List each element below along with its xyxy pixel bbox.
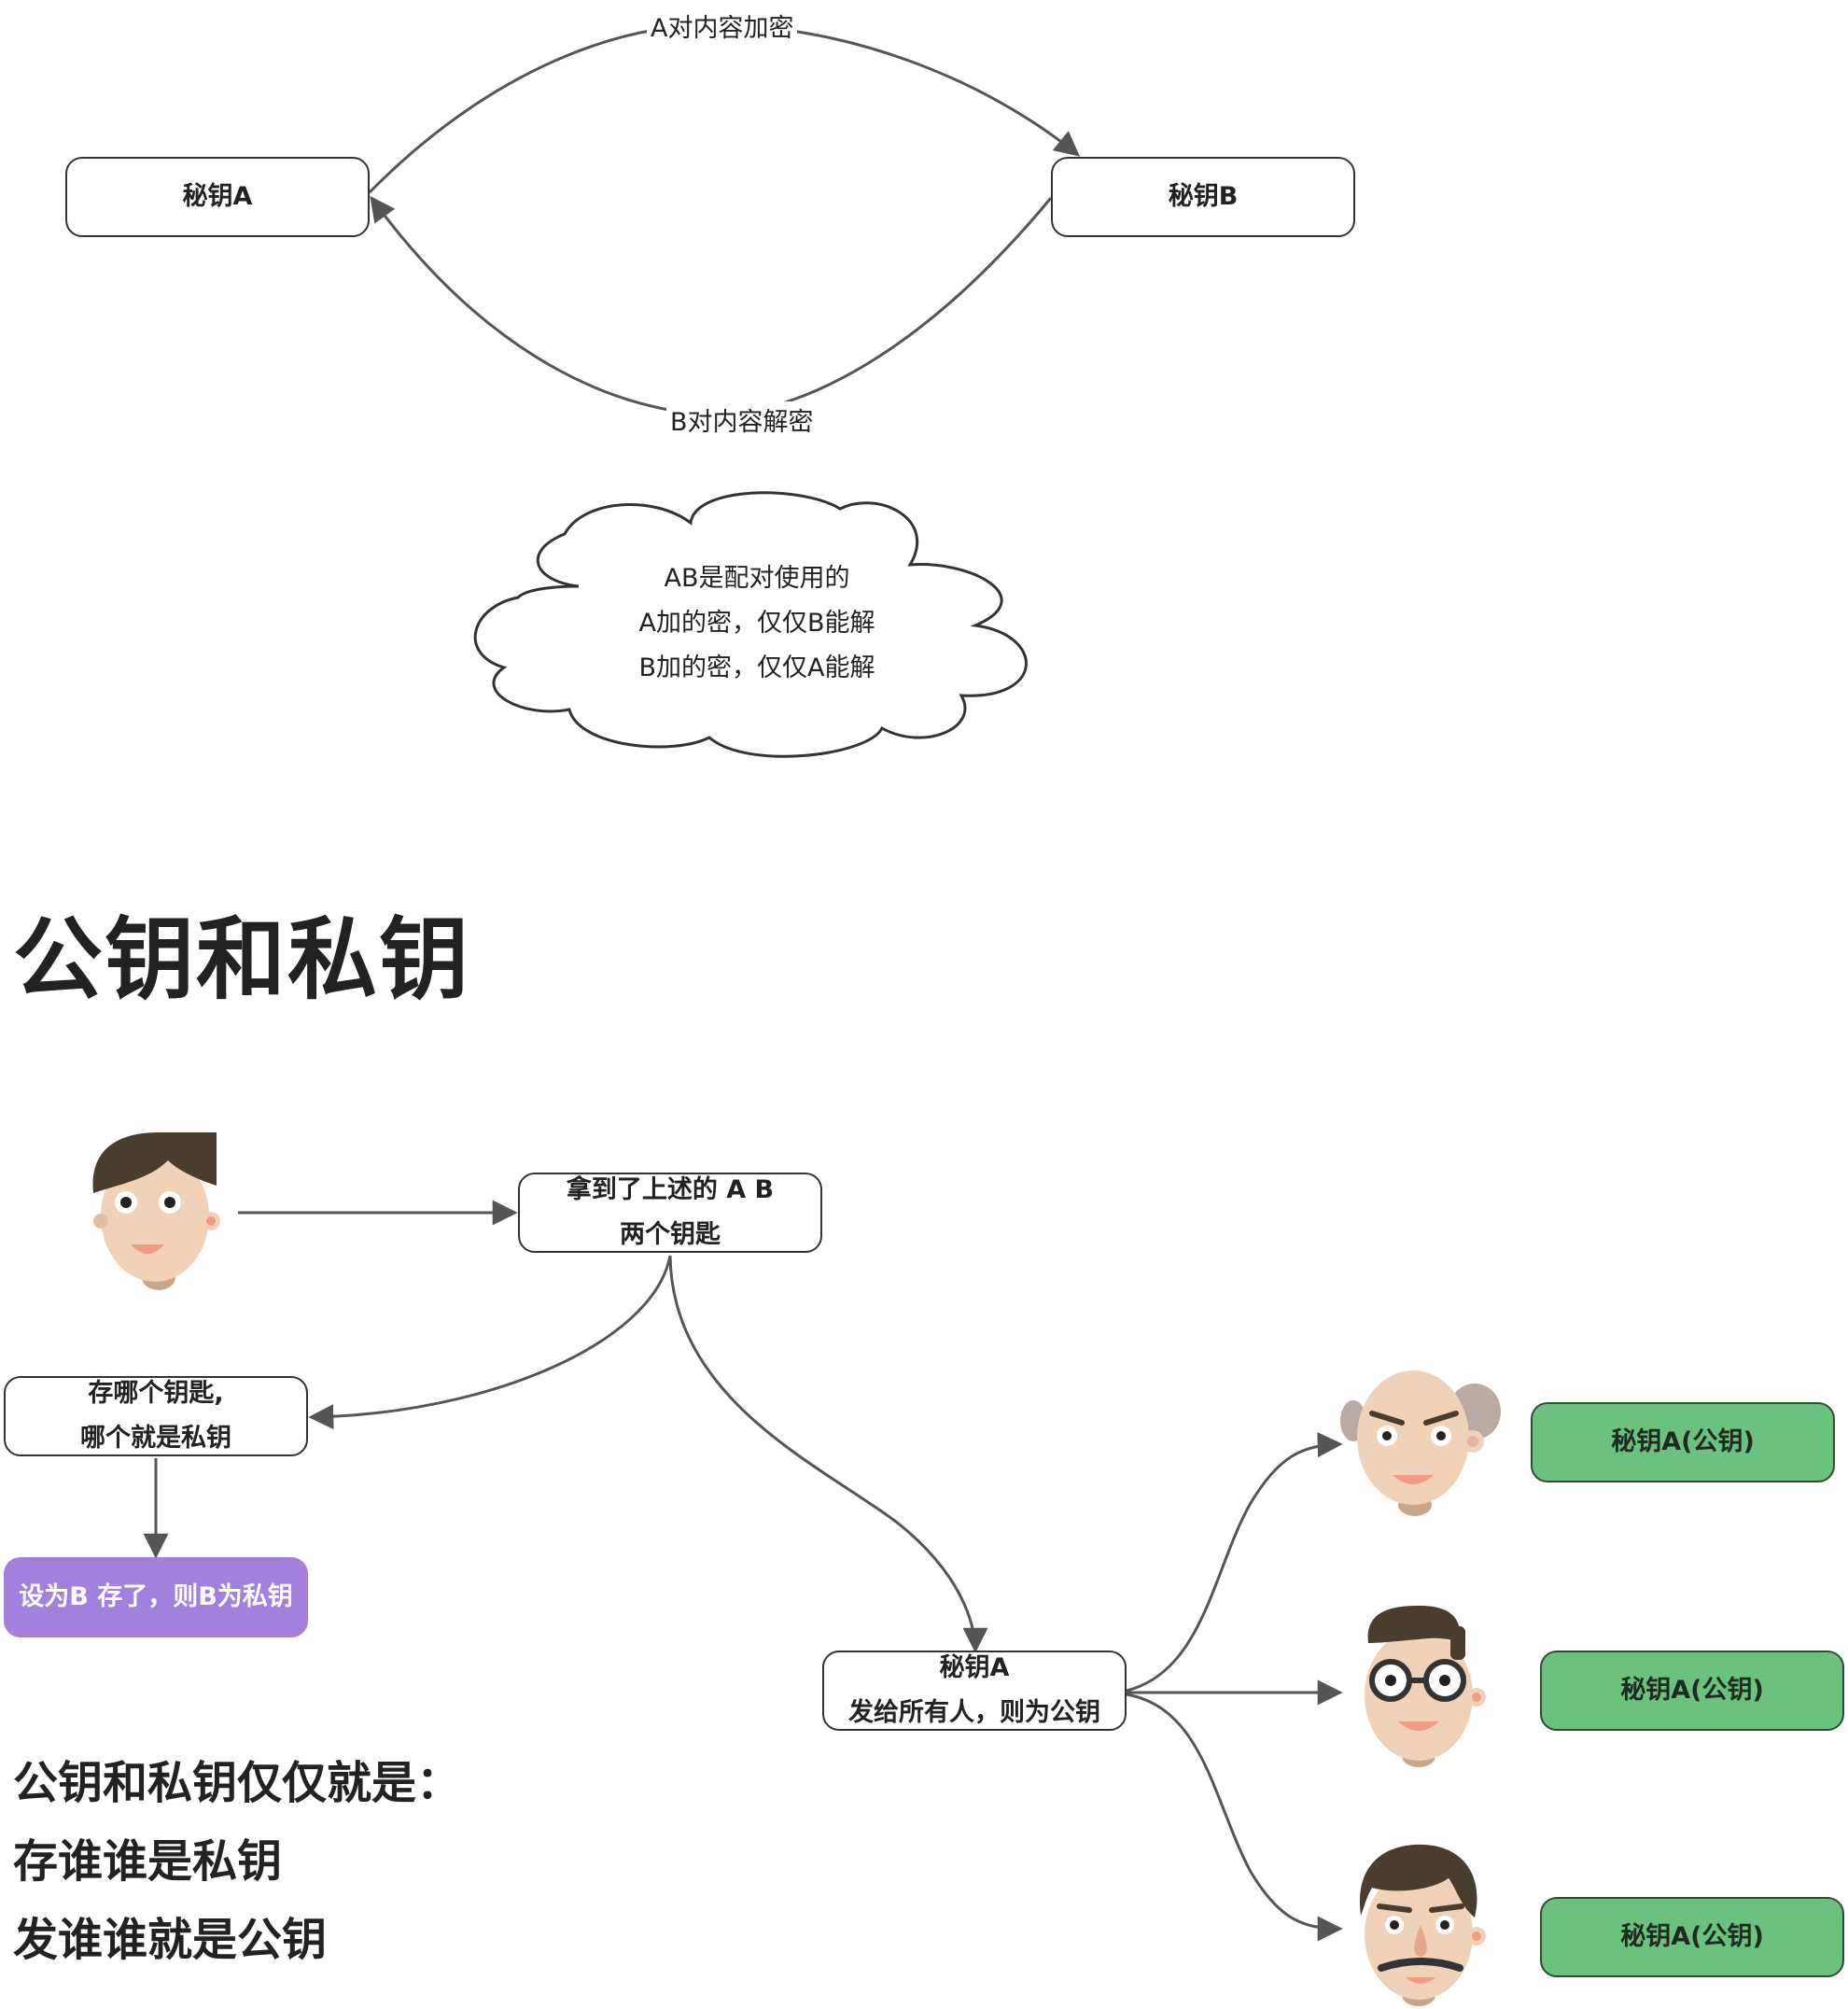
summary-line-3: 发谁谁就是公钥 [13, 1914, 328, 1966]
public-key-label-3: 秘钥A(公钥) [1620, 1922, 1764, 1951]
public-key-label-2: 秘钥A(公钥) [1620, 1676, 1764, 1705]
store-line-2: 哪个就是私钥 [80, 1424, 231, 1453]
owner-avatar-icon [92, 1132, 220, 1290]
mustache-man-avatar-icon [1359, 1844, 1486, 2006]
key-b-label: 秘钥B [1168, 182, 1239, 211]
send-line-2: 发给所有人，则为公钥 [848, 1698, 1100, 1727]
send-to-person1-arrow [1126, 1432, 1343, 1693]
summary-line-2: 存谁谁是私钥 [13, 1835, 283, 1888]
cloud-line-3: B加的密，仅仅A能解 [638, 653, 875, 682]
note-cloud [473, 491, 1028, 758]
keys-to-store-arrow [308, 1255, 672, 1430]
key-a-label: 秘钥A [182, 182, 253, 211]
private-key-note-text: 设为B 存了，则B为私钥 [19, 1582, 293, 1611]
private-key-note: 设为B 存了，则B为私钥 [4, 1557, 308, 1637]
key-b-node: 秘钥B [1051, 157, 1355, 237]
public-key-label-1: 秘钥A(公钥) [1611, 1427, 1755, 1456]
cloud-line-1: AB是配对使用的 [664, 564, 850, 593]
store-key-node: 存哪个钥匙, 哪个就是私钥 [4, 1376, 308, 1456]
key-a-node: 秘钥A [65, 157, 370, 237]
public-key-box-3: 秘钥A(公钥) [1540, 1897, 1844, 1977]
send-key-node: 秘钥A 发给所有人，则为公钥 [822, 1651, 1127, 1731]
keys-to-send-arrow [668, 1255, 988, 1653]
old-man-avatar-icon [1340, 1370, 1501, 1516]
encrypt-arrow [368, 23, 1081, 194]
summary-line-1: 公钥和私钥仅仅就是： [13, 1757, 462, 1809]
decrypt-edge-label: B对内容解密 [666, 401, 818, 438]
cloud-line-2: A加的密，仅仅B能解 [638, 609, 875, 638]
got-keys-line-1: 拿到了上述的 A B [566, 1175, 775, 1204]
store-line-1: 存哪个钥匙, [88, 1379, 224, 1408]
public-key-box-2: 秘钥A(公钥) [1540, 1651, 1844, 1731]
encrypt-edge-label: A对内容加密 [647, 7, 798, 44]
decrypt-arrow [370, 195, 1053, 417]
section-title: 公钥和私钥 [13, 907, 470, 1012]
send-to-person3-arrow [1126, 1693, 1343, 1942]
got-keys-node: 拿到了上述的 A B 两个钥匙 [518, 1173, 822, 1253]
glasses-man-avatar-icon [1365, 1606, 1486, 1767]
got-keys-line-2: 两个钥匙 [620, 1220, 721, 1249]
send-line-1: 秘钥A [939, 1653, 1010, 1682]
cloud-note-text: AB是配对使用的 A加的密，仅仅B能解 B加的密，仅仅A能解 [589, 556, 925, 691]
summary-block: 公钥和私钥仅仅就是： 存谁谁是私钥 发谁谁就是公钥 [13, 1744, 461, 1979]
public-key-box-1: 秘钥A(公钥) [1531, 1402, 1835, 1482]
